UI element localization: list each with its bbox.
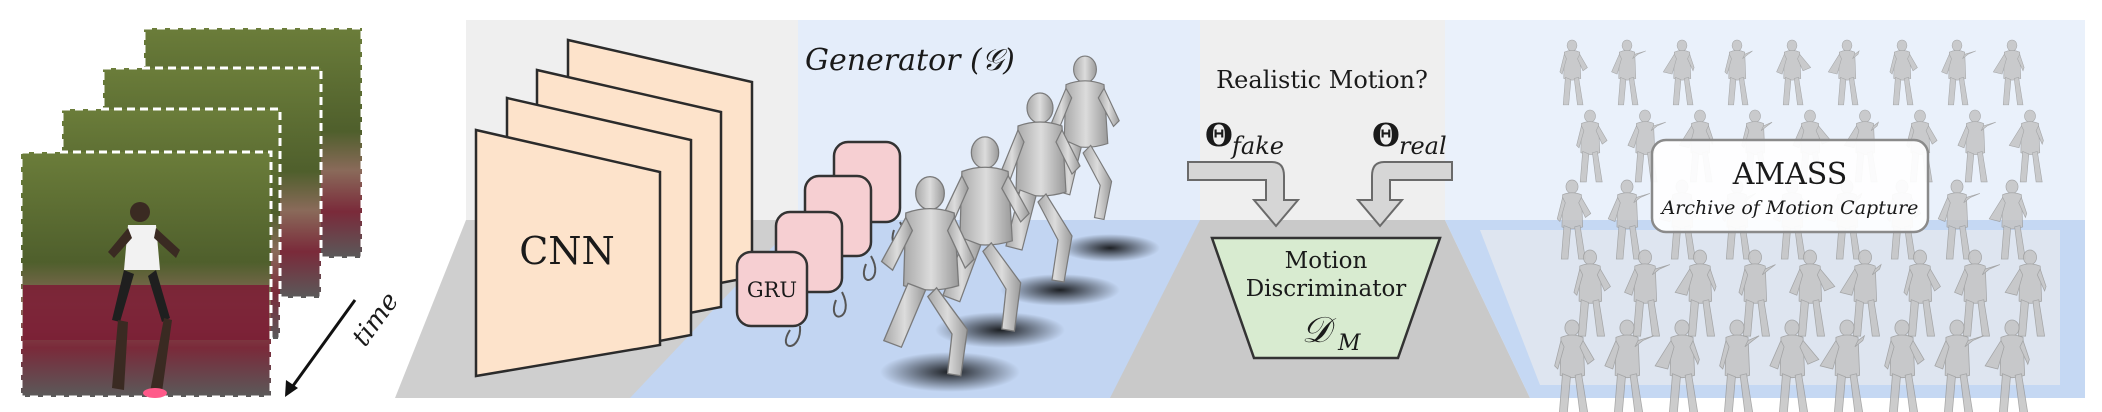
mocap-figure (1556, 179, 1592, 260)
mocap-figure (1573, 249, 1611, 337)
video-frame-1 (19, 150, 273, 399)
body-mesh-1 (880, 176, 975, 377)
svg-text:fake: fake (1230, 132, 1284, 160)
discriminator-line1: Motion (1285, 248, 1368, 274)
mocap-figure (1776, 39, 1812, 106)
mocap-figure (1937, 179, 1980, 260)
runner-figure (108, 202, 180, 398)
mocap-figure (1769, 319, 1820, 412)
mocap-figure (1627, 109, 1666, 183)
mocap-figure (1992, 39, 2025, 106)
mocap-figure (1903, 249, 1941, 337)
mocap-figure (1738, 249, 1776, 337)
mocap-figure (1954, 249, 2000, 337)
mocap-figure (1559, 39, 1588, 106)
body-shadow-3 (1000, 274, 1120, 306)
body-mesh-2 (940, 136, 1030, 332)
mocap-figure (1884, 319, 1925, 412)
gru-loop-1 (784, 325, 802, 347)
mocap-figure (2004, 249, 2047, 337)
fake-input-arrow (1187, 161, 1301, 228)
gru-stack: GRU (735, 140, 905, 347)
cnn-layer-1 (474, 128, 662, 378)
mocap-figure (1984, 319, 2030, 412)
generated-motion-meshes (880, 55, 1160, 392)
mocap-figure (1554, 319, 1595, 412)
amass-label-box: AMASS Archive of Motion Capture (1650, 138, 1930, 234)
discriminator-line2: Discriminator (1246, 276, 1407, 302)
amass-subtitle: Archive of Motion Capture (1660, 197, 1919, 219)
mocap-figure (2008, 109, 2044, 183)
mocap-figure (1662, 39, 1695, 106)
mocap-figure (1604, 319, 1655, 412)
generator-title: Generator (𝒢) (805, 43, 1015, 78)
mocap-figure (1611, 39, 1646, 106)
time-label: time (346, 287, 405, 352)
svg-text:Θ: Θ (1372, 116, 1400, 154)
mocap-figure (1988, 179, 2028, 260)
gru-loop-3 (863, 255, 877, 281)
mocap-figure (1941, 39, 1976, 106)
discriminator-trapezoid (1210, 236, 1442, 360)
gru-label: GRU (747, 278, 797, 302)
gru-cell-0 (735, 250, 809, 328)
discriminator-input-arrows (1187, 161, 1453, 228)
cnn-encoder (474, 38, 754, 378)
amass-title: AMASS (1732, 157, 1848, 192)
motion-discriminator: Motion Discriminator 𝒟 M (1210, 236, 1442, 360)
realistic-motion-question: Realistic Motion? (1216, 66, 1428, 94)
time-arrow: time (285, 287, 405, 397)
body-mesh-3 (999, 92, 1081, 283)
mocap-figure (1654, 319, 1700, 412)
mocap-figure (1789, 249, 1836, 337)
mocap-figure (1827, 39, 1860, 106)
video-frames (19, 26, 364, 399)
cnn-label: CNN (519, 229, 615, 273)
mocap-figure (1819, 319, 1866, 412)
mocap-figure (1719, 319, 1760, 412)
mocap-figure (1607, 179, 1650, 260)
theta-fake-label: Θ fake (1205, 116, 1284, 160)
gru-loop-2 (833, 291, 847, 318)
discriminator-symbol-sub: M (1337, 331, 1361, 356)
mocap-figure (1724, 39, 1753, 106)
svg-text:real: real (1399, 132, 1447, 160)
mocap-figure (1576, 109, 1608, 183)
mocap-figure (1957, 109, 1996, 183)
real-input-arrow (1355, 161, 1453, 228)
body-shadow-2 (935, 312, 1065, 348)
mocap-figure (1934, 319, 1985, 412)
theta-real-label: Θ real (1372, 116, 1447, 160)
mocap-figure (1674, 249, 1717, 337)
mocap-figure (1839, 249, 1882, 337)
mocap-figure (1624, 249, 1670, 337)
body-shadow-4 (1060, 234, 1160, 262)
mocap-figure (1889, 39, 1918, 106)
svg-text:Θ: Θ (1205, 116, 1233, 154)
